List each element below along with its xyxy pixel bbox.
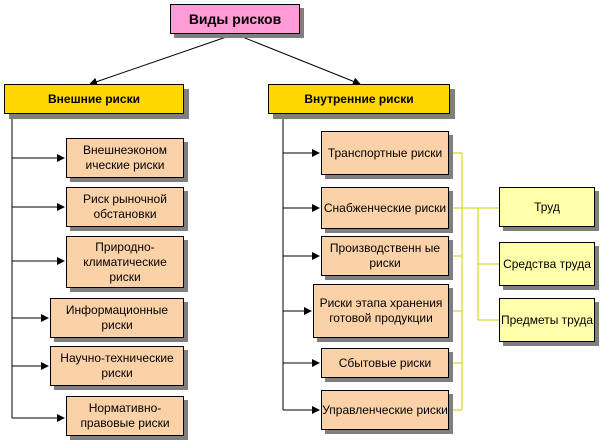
external-risk-item: Научно-технические риски [50, 346, 184, 386]
internal-risk-item: Снабженческие риски [321, 187, 449, 229]
resource-item: Предметы труда [499, 298, 595, 342]
external-risk-label: Информационные риски [65, 303, 169, 332]
external-risk-label: Нормативно-правовые риски [80, 401, 170, 430]
category-external: Внешние риски [4, 84, 184, 114]
internal-risk-item: Риски этапа хранения готовой продукции [313, 284, 449, 338]
resource-label: Средства труда [503, 256, 591, 271]
external-risk-item: Риск рыночной обстановки [66, 187, 184, 227]
resource-item: Труд [499, 187, 595, 227]
internal-risk-item: Транспортные риски [321, 131, 449, 175]
internal-risk-item: Управленческие риски [321, 390, 449, 430]
root-node: Виды рисков [170, 4, 300, 34]
internal-risk-label: Риски этапа хранения готовой продукции [319, 296, 443, 325]
internal-risk-label: Снабженческие риски [323, 200, 447, 215]
external-risk-label: Риск рыночной обстановки [83, 192, 167, 221]
resource-item: Средства труда [499, 242, 595, 286]
internal-risk-label: Сбытовые риски [338, 355, 432, 370]
category-internal: Внутренние риски [268, 84, 450, 114]
root-to-internal-arrow [234, 33, 361, 86]
root-to-external-arrow [89, 33, 236, 86]
category-external-label: Внешние риски [48, 91, 140, 106]
internal-risk-label: Управленческие риски [322, 402, 448, 417]
external-risk-label: Научно-технические риски [60, 351, 174, 380]
root-label: Виды рисков [188, 10, 282, 27]
external-risk-label: Природно-климатические риски [83, 239, 167, 284]
external-risk-label: Внешнеэконом ические риски [83, 143, 167, 172]
external-risk-item: Внешнеэконом ические риски [66, 138, 184, 178]
external-risk-item: Природно-климатические риски [66, 236, 184, 288]
external-risk-item: Информационные риски [50, 298, 184, 338]
internal-risk-item: Производственн ые риски [321, 236, 449, 276]
internal-risk-item: Сбытовые риски [321, 348, 449, 378]
resource-label: Труд [534, 199, 560, 214]
category-internal-label: Внутренние риски [304, 91, 414, 106]
resource-label: Предметы труда [500, 312, 593, 327]
resource-connectors [449, 152, 499, 411]
internal-risk-label: Производственн ые риски [329, 241, 441, 270]
internal-risk-label: Транспортные риски [327, 145, 443, 160]
external-risk-item: Нормативно-правовые риски [66, 396, 184, 436]
